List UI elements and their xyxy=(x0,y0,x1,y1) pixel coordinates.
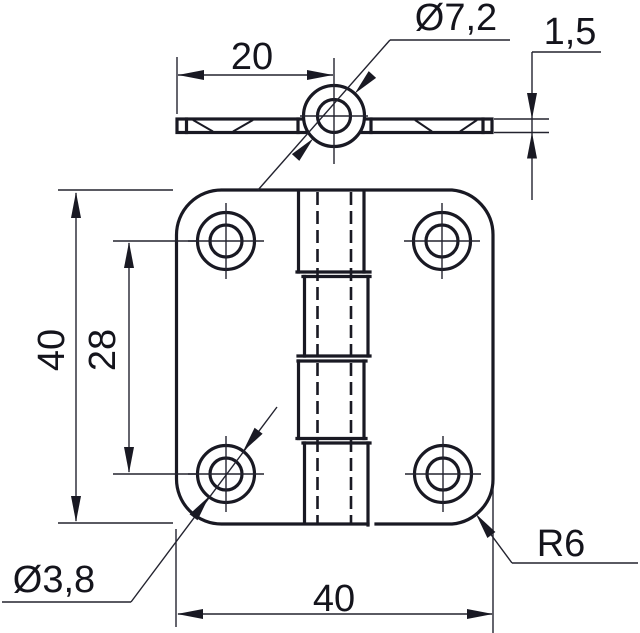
dim-40h-label: 40 xyxy=(31,329,73,371)
dim-thickness: 1,5 xyxy=(494,11,601,200)
dim-40h-arrow-bottom xyxy=(71,496,81,522)
edge-right-leaf xyxy=(359,117,494,135)
dim-40w-arrow-left xyxy=(177,609,203,619)
dim-7-2-arrow-upper xyxy=(354,71,377,94)
dim-28-arrow-bottom xyxy=(124,447,134,473)
dim-plate-height: 40 xyxy=(31,189,173,524)
dim-pin-offset: 20 xyxy=(176,36,333,114)
dim-r6-label: R6 xyxy=(537,523,586,565)
dim-40w-arrow-right xyxy=(467,609,493,619)
dim-7-2-leader xyxy=(257,39,391,191)
dim-7-2-label: Ø7,2 xyxy=(415,0,497,39)
dim-corner-radius: R6 xyxy=(476,514,638,565)
dim-40w-label: 40 xyxy=(313,578,355,620)
dim-3-8-arrow-lower xyxy=(189,496,210,521)
dim-28-label: 28 xyxy=(82,329,124,371)
dim-3-8-arrow-upper xyxy=(242,427,263,452)
dim-plate-width: 40 xyxy=(175,488,494,633)
dim-1-5-arrow-up xyxy=(527,132,537,159)
countersink-left-b xyxy=(232,119,254,133)
countersink-right-b xyxy=(459,119,478,133)
hinge-column xyxy=(295,189,372,527)
dim-7-2-arrow-lower xyxy=(291,138,314,161)
countersink-left-a xyxy=(192,119,214,133)
dim-hole-spacing: 28 xyxy=(82,240,196,475)
dim-1-5-arrow-down xyxy=(527,93,537,119)
countersink-right-a xyxy=(414,119,433,133)
dim-1-5-label: 1,5 xyxy=(544,11,597,53)
front-view xyxy=(174,188,495,527)
dim-r6-arrow xyxy=(476,514,496,538)
dim-3-8-label: Ø3,8 xyxy=(13,559,95,601)
dim-knuckle-diameter: Ø7,2 xyxy=(257,0,510,191)
screw-holes xyxy=(188,203,481,512)
dim-hole-diameter: Ø3,8 xyxy=(2,406,278,603)
edge-view xyxy=(175,58,494,164)
dim-20-label: 20 xyxy=(231,36,273,78)
dim-20-arrow-right xyxy=(307,70,333,80)
dim-40h-arrow-top xyxy=(71,192,81,218)
dim-28-arrow-top xyxy=(124,242,134,268)
front-outline xyxy=(174,188,495,526)
dim-20-arrow-left xyxy=(178,70,204,80)
